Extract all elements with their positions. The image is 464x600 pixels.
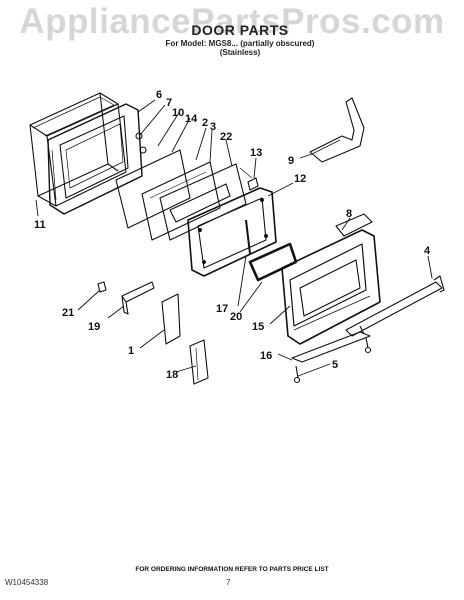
callout-9: 9 [288, 155, 294, 167]
part-screws [135, 132, 147, 154]
callout-labels: 6 7 10 14 2 3 22 13 9 12 8 4 11 17 20 15… [34, 89, 431, 381]
part-outer-door-panel [281, 213, 381, 345]
callout-16: 16 [260, 350, 272, 362]
part-insulation [161, 293, 181, 345]
callout-7: 7 [166, 97, 172, 109]
callout-15: 15 [252, 321, 264, 333]
part-hinge-receiver [121, 281, 155, 315]
part-bottom-trim [291, 331, 372, 384]
model-line: For Model: MGS8... (partially obscured) [165, 39, 315, 48]
callout-18: 18 [166, 369, 178, 381]
part-hinge [309, 97, 365, 163]
callout-12: 12 [294, 173, 306, 185]
callout-3: 3 [210, 121, 216, 133]
callout-8: 8 [346, 208, 352, 220]
part-inner-door-liner [47, 103, 143, 215]
document-number: W10454338 [5, 578, 49, 587]
callout-5: 5 [332, 359, 338, 371]
part-glass-panel-inner [159, 163, 247, 241]
finish-label: (Stainless) [219, 48, 261, 57]
callout-20: 20 [230, 311, 242, 323]
callout-leaders [35, 99, 433, 377]
part-glass-panel-mid [141, 161, 221, 241]
part-channel-bracket [189, 339, 209, 385]
page-title: DOOR PARTS [191, 22, 289, 38]
callout-1: 1 [128, 345, 134, 357]
callout-17: 17 [216, 303, 228, 315]
callout-21: 21 [62, 307, 74, 319]
title-block: DOOR PARTS For Model: MGS8... (partially… [160, 22, 320, 57]
part-window-gasket [248, 242, 298, 282]
callout-11: 11 [34, 219, 46, 231]
callout-22: 22 [220, 131, 232, 143]
callout-19: 19 [88, 321, 100, 333]
callout-6: 6 [156, 89, 162, 101]
page-number: 7 [226, 578, 231, 587]
ordering-note: FOR ORDERING INFORMATION REFER TO PARTS … [135, 566, 329, 573]
part-door-frame [187, 187, 277, 277]
callout-14: 14 [185, 113, 198, 125]
part-small-bracket [97, 281, 107, 293]
part-glass-panel-outer [115, 149, 191, 229]
callout-2: 2 [202, 117, 208, 129]
watermark: AppliancePartsPros.com [19, 2, 445, 41]
part-door-handle [345, 275, 445, 337]
callout-4: 4 [424, 245, 431, 257]
part-clip [239, 167, 259, 191]
callout-13: 13 [250, 147, 262, 159]
callout-10: 10 [172, 107, 184, 119]
